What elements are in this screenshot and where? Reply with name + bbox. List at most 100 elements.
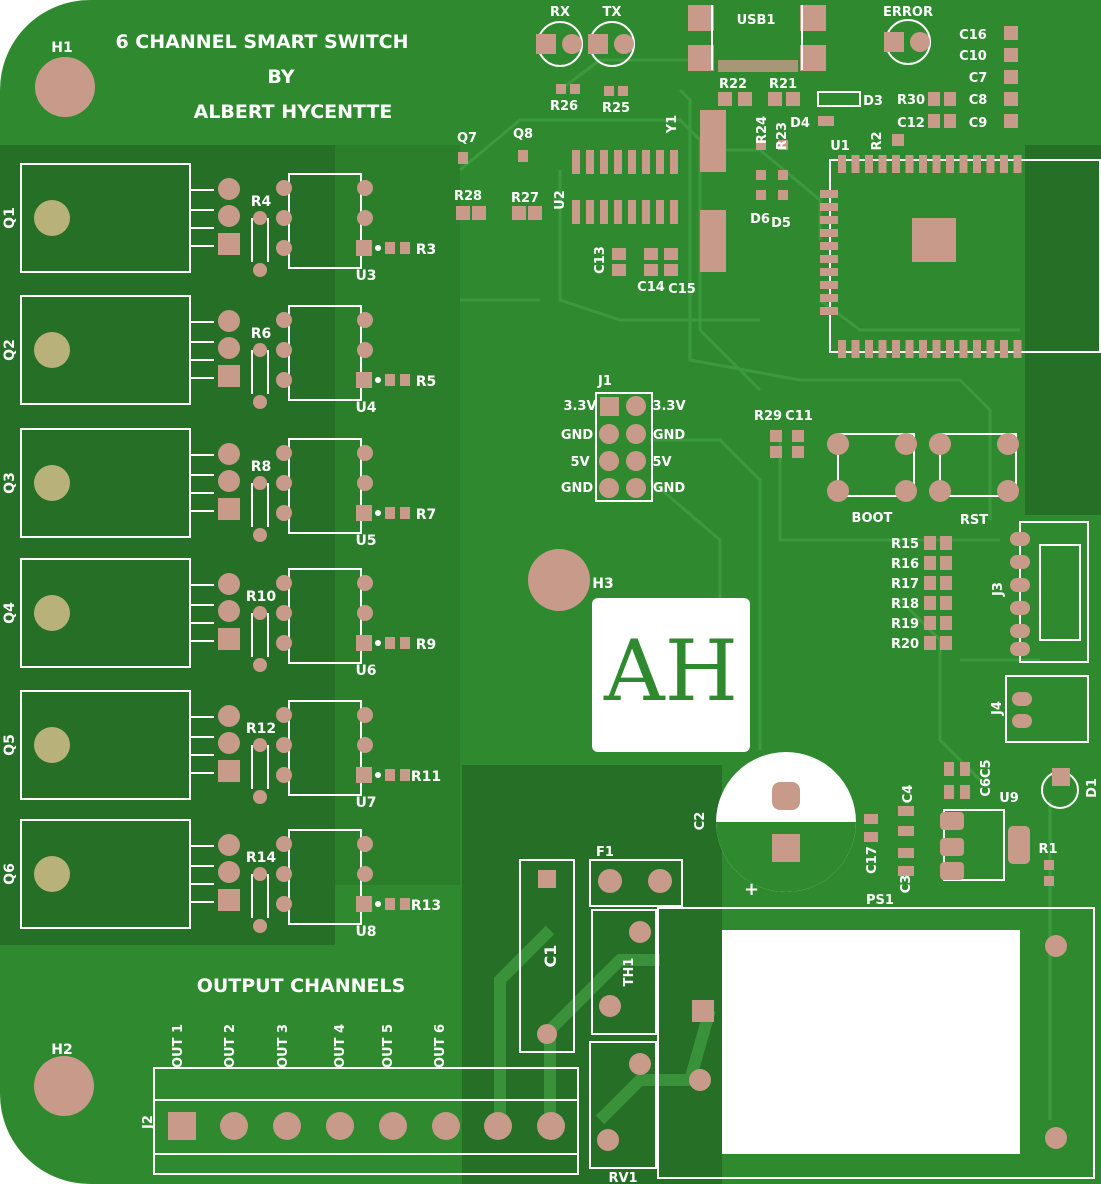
- label-opto: U6: [355, 663, 376, 679]
- j1-left-2: GND: [561, 428, 594, 443]
- label-d3: D3: [863, 94, 883, 109]
- label-opto: U3: [355, 268, 376, 284]
- mount-hole-h3: [528, 549, 590, 611]
- label-gate-resistor: R6: [251, 326, 272, 342]
- button-rst[interactable]: [929, 433, 1019, 502]
- button-boot[interactable]: [827, 433, 917, 502]
- label-led-resistor: R7: [416, 507, 437, 523]
- label-output-3: OUT 3: [276, 1024, 291, 1068]
- j1-right-1: 3.3V: [652, 399, 685, 414]
- triac-tab: [34, 200, 70, 236]
- label-gate-resistor: R4: [251, 194, 272, 210]
- label-f1: F1: [596, 845, 614, 860]
- label-y1: Y1: [665, 115, 680, 134]
- triac-body: [20, 819, 191, 929]
- label-led-resistor: R3: [416, 242, 437, 258]
- label-c8: C8: [969, 93, 988, 108]
- label-c13: C13: [593, 246, 608, 274]
- label-d4: D4: [790, 116, 810, 131]
- label-c2: C2: [693, 812, 708, 831]
- label-boot: BOOT: [852, 511, 893, 526]
- power-supply-ps1: [657, 907, 1095, 1179]
- label-triac: Q6: [2, 863, 18, 885]
- label-j1: J1: [597, 374, 612, 389]
- label-led-resistor: R9: [416, 637, 437, 653]
- j1-left-1: 3.3V: [563, 399, 596, 414]
- connector-j4: [1005, 675, 1089, 743]
- label-d1: D1: [1085, 778, 1100, 798]
- label-opto: U8: [355, 924, 376, 940]
- label-led-resistor: R5: [416, 374, 437, 390]
- labels: 6 CHANNEL SMART SWITCH BY ALBERT HYCENTT…: [51, 5, 1100, 1184]
- title-line-2: BY: [267, 66, 294, 88]
- label-led-resistor: R13: [411, 898, 441, 914]
- label-c16: C16: [959, 28, 987, 43]
- label-usb1: USB1: [737, 13, 776, 28]
- power-traces: [494, 925, 716, 1125]
- label-rst: RST: [960, 513, 988, 528]
- label-gate-resistor: R10: [246, 589, 277, 605]
- label-c9: C9: [969, 116, 988, 131]
- triac-layer: R4R3U3Q1R6R5U4Q2R8R7U5Q3R10R9U6Q4R12R11U…: [2, 163, 441, 940]
- label-j4: J4: [990, 701, 1005, 716]
- label-r26: R26: [550, 99, 578, 114]
- label-tx: TX: [603, 5, 622, 20]
- label-c1: C1: [541, 945, 560, 968]
- label-gate-resistor: R14: [246, 850, 277, 866]
- triac-body: [20, 163, 191, 273]
- leds-top: [536, 19, 931, 67]
- j1-right-4: GND: [653, 481, 686, 496]
- label-triac: Q2: [2, 339, 18, 361]
- triac-body: [20, 690, 191, 800]
- label-q8: Q8: [513, 127, 533, 142]
- j1-right-2: GND: [653, 428, 686, 443]
- usb-connector: [688, 5, 826, 72]
- right-resistors: [924, 536, 952, 650]
- label-rx: RX: [550, 5, 570, 20]
- label-r23: R23: [775, 122, 790, 150]
- label-c14: C14: [637, 280, 665, 295]
- label-r27: R27: [511, 191, 539, 206]
- header-j1: [595, 392, 653, 502]
- fuse-f1: [589, 859, 683, 907]
- label-triac: Q1: [2, 207, 18, 229]
- label-r25: R25: [602, 101, 630, 116]
- label-output-2: OUT 2: [223, 1024, 238, 1068]
- label-ps1: PS1: [866, 893, 894, 908]
- ic-u2: [572, 110, 726, 272]
- label-d5: D5: [771, 216, 791, 231]
- label-th1: TH1: [622, 958, 637, 987]
- smd-pads-top: [456, 26, 1018, 458]
- label-r30: R30: [897, 93, 925, 108]
- label-r1: R1: [1038, 842, 1057, 857]
- j1-left-4: GND: [561, 481, 594, 496]
- label-opto: U4: [355, 400, 376, 416]
- triac-tab: [34, 465, 70, 501]
- regulator-u9: [864, 762, 1079, 886]
- capacitor-c2: +: [716, 752, 856, 900]
- thermistor-th1: [591, 909, 657, 1035]
- triac-tab: [34, 595, 70, 631]
- label-c10: C10: [959, 49, 987, 64]
- edge-pour: [1025, 145, 1101, 515]
- label-h1: H1: [51, 40, 72, 56]
- label-r21: R21: [769, 77, 797, 92]
- triac-body: [20, 295, 191, 405]
- label-u1: U1: [830, 139, 850, 154]
- label-c6c5: C6C5: [979, 759, 994, 796]
- label-output-6: OUT 6: [433, 1024, 448, 1068]
- label-c3: C3: [899, 875, 914, 894]
- label-u9: U9: [999, 791, 1019, 806]
- svg-text:+: +: [744, 879, 759, 900]
- label-h2: H2: [51, 1042, 72, 1058]
- module-u1: [820, 155, 1101, 358]
- triac-tab: [34, 332, 70, 368]
- label-r22: R22: [719, 77, 747, 92]
- label-gate-resistor: R8: [251, 459, 272, 475]
- label-right-resistor: R15: [891, 537, 919, 552]
